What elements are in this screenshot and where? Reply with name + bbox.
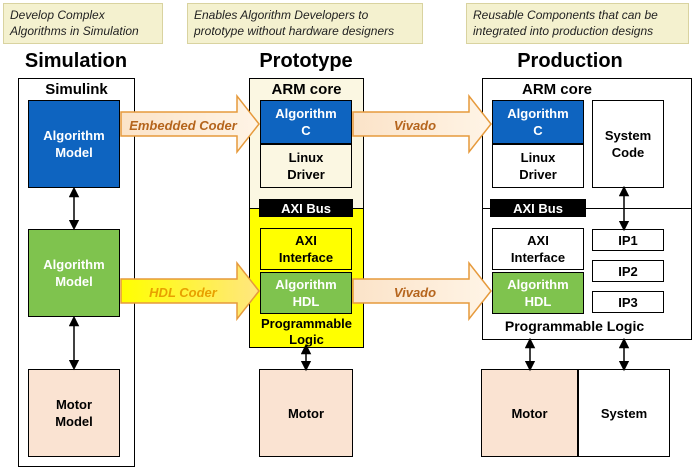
sim-algorithm-model-green: Algorithm Model: [28, 229, 120, 317]
proto-programmable-logic-label: Programmable Logic: [260, 316, 353, 347]
vivado-bottom-arrow: [352, 260, 492, 322]
proto-algorithm-hdl: Algorithm HDL: [260, 272, 352, 314]
simulink-label: Simulink: [45, 81, 108, 98]
hdl-coder-arrow: [120, 260, 260, 322]
prod-arm-core-label: ARM core: [521, 81, 592, 98]
note-simulation: Develop Complex Algorithms in Simulation: [3, 3, 163, 44]
embedded-coder-arrow: [120, 93, 260, 155]
vivado-top-label: Vivado: [393, 117, 437, 133]
proto-axi-bus: AXI Bus: [259, 199, 353, 217]
hdl-coder-label: HDL Coder: [149, 284, 217, 300]
vivado-top-arrow: [352, 93, 492, 155]
prod-system: System: [578, 369, 670, 457]
prod-ip2: IP2: [592, 260, 664, 282]
note-production: Reusable Components that can be integrat…: [466, 3, 689, 44]
prod-ip3: IP3: [592, 291, 664, 313]
prod-programmable-logic-label: Programmable Logic: [504, 318, 645, 334]
note-prototype: Enables Algorithm Developers to prototyp…: [187, 3, 423, 44]
prod-axi-interface: AXI Interface: [492, 228, 584, 270]
prod-axi-bus: AXI Bus: [490, 199, 586, 217]
proto-algorithm-c: Algorithm C: [260, 100, 352, 144]
vivado-bottom-label: Vivado: [393, 284, 437, 300]
sim-motor-model: Motor Model: [28, 369, 120, 457]
prod-linux-driver: Linux Driver: [492, 144, 584, 188]
prod-ip1: IP1: [592, 229, 664, 251]
title-simulation: Simulation: [24, 50, 128, 72]
proto-axi-interface: AXI Interface: [260, 228, 352, 270]
sim-algorithm-model-blue: Algorithm Model: [28, 100, 120, 188]
proto-arm-core-label: ARM core: [271, 81, 342, 98]
prod-motor: Motor: [481, 369, 578, 457]
proto-linux-driver: Linux Driver: [260, 144, 352, 188]
title-production: Production: [517, 50, 623, 72]
proto-motor: Motor: [259, 369, 353, 457]
prod-algorithm-hdl: Algorithm HDL: [492, 272, 584, 314]
embedded-coder-label: Embedded Coder: [129, 117, 237, 133]
title-prototype: Prototype: [259, 50, 353, 72]
prod-algorithm-c: Algorithm C: [492, 100, 584, 144]
prod-system-code: System Code: [592, 100, 664, 188]
